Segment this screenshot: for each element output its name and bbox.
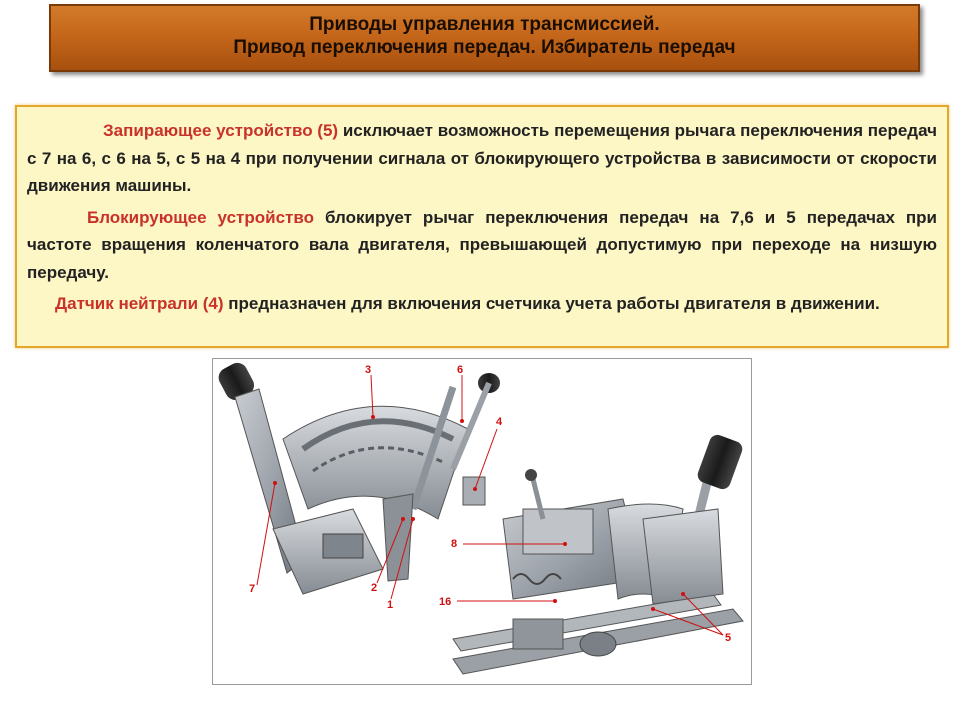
callout-1: 1 xyxy=(387,599,393,611)
callout-8: 8 xyxy=(451,538,457,550)
lower-mount xyxy=(512,618,564,650)
leader-5 xyxy=(652,593,724,636)
paragraph-blocking-device: Блокирующее устройство блокирует рычаг п… xyxy=(27,204,937,287)
slide-subtitle: Привод переключения передач. Избиратель … xyxy=(233,37,736,58)
description-box: Запирающее устройство (5) исключает возм… xyxy=(15,105,949,348)
mechanism-drawing: 3 6 4 8 7 2 1 16 5 xyxy=(218,362,744,675)
gate-sector-rim xyxy=(301,418,455,452)
leader-4 xyxy=(474,428,498,490)
leader-8-end xyxy=(563,542,567,546)
leader-3 xyxy=(370,374,374,418)
slide-title: Приводы управления трансмиссией. xyxy=(309,14,660,35)
blocking-device-block xyxy=(522,508,594,555)
callout-4: 4 xyxy=(496,416,503,428)
pivot-hub xyxy=(579,631,617,657)
leader-7-end xyxy=(273,481,277,485)
right-lever-grip xyxy=(697,434,743,490)
shift-lever-rod xyxy=(409,385,457,511)
leader-2-end xyxy=(401,517,405,521)
callout-5: 5 xyxy=(725,632,731,644)
leader-2 xyxy=(376,518,404,584)
locking-device-housing xyxy=(642,508,724,605)
right-small-lever xyxy=(530,478,546,520)
leader-5-end-b xyxy=(681,592,685,596)
paragraph-locking-device: Запирающее устройство (5) исключает возм… xyxy=(27,117,937,200)
leader-7 xyxy=(256,482,276,586)
spring xyxy=(512,573,562,585)
left-handle-grip xyxy=(218,362,255,400)
term-blocking-device: Блокирующее устройство xyxy=(87,207,314,227)
neutral-sensor-block xyxy=(462,476,486,506)
leader-4-end xyxy=(473,487,477,491)
callout-16: 16 xyxy=(439,596,451,608)
paragraph-text: исключает возможность перемещения рычага… xyxy=(27,121,937,195)
right-selector-assembly xyxy=(452,434,744,675)
callout-3: 3 xyxy=(365,364,371,376)
term-neutral-sensor: Датчик нейтрали (4) xyxy=(55,294,224,313)
leader-5-end-a xyxy=(651,607,655,611)
shift-lever-upper xyxy=(450,381,492,471)
callout-6: 6 xyxy=(457,364,463,376)
leader-6-end xyxy=(460,419,464,423)
left-selector-assembly xyxy=(218,362,500,595)
slide-title-box: Приводы управления трансмиссией. Привод … xyxy=(49,4,920,72)
paragraph-text: предназначен для включения счетчика учет… xyxy=(223,294,880,313)
gear-selector-illustration: 3 6 4 8 7 2 1 16 5 xyxy=(212,358,752,685)
leader-3-end xyxy=(371,415,375,419)
callout-7: 7 xyxy=(249,583,255,595)
paragraph-neutral-sensor: Датчик нейтрали (4) предназначен для вкл… xyxy=(27,290,937,318)
leader-1 xyxy=(390,518,414,600)
leader-1-end xyxy=(411,517,415,521)
callout-2: 2 xyxy=(371,582,377,594)
term-locking-device: Запирающее устройство (5) xyxy=(103,121,339,140)
right-small-lever-knob xyxy=(525,469,537,481)
left-base-block xyxy=(322,533,364,559)
leader-16-end xyxy=(553,599,557,603)
callouts: 3 6 4 8 7 2 1 16 5 xyxy=(249,364,731,644)
paragraph-text: блокирует рычаг переключения передач на … xyxy=(27,207,938,282)
lower-linkage xyxy=(382,493,414,582)
